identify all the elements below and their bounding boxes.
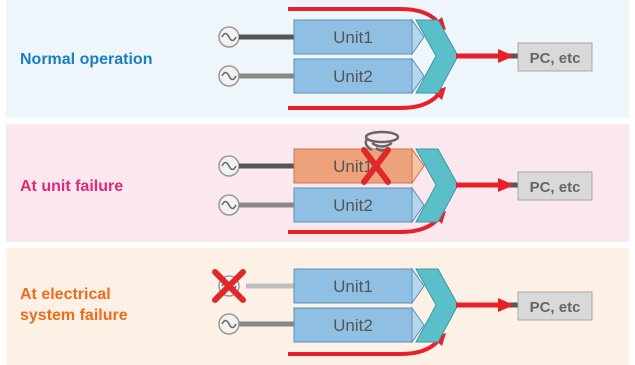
panel-label-line: system failure [20,307,128,324]
unit2-label: Unit2 [333,316,373,335]
pc-output-label: PC, etc [530,299,581,316]
ac-source-icon [218,194,240,216]
pc-output-box: PC, etc [517,291,593,321]
unit1-box: Unit1 [293,267,425,305]
combiner [415,19,459,94]
arrow-head [498,178,514,192]
red-cross-icon [212,269,246,303]
ac-source-icon [218,313,240,335]
bypass-arrow-bottom [288,93,440,110]
unit2-label: Unit2 [333,196,373,215]
smoke-swirl-icon [364,130,400,152]
ac-source-icon [218,155,240,177]
panel-normal-operation: Normal operation [6,0,629,118]
panel-label: At unit failure [20,176,123,197]
unit2-box: Unit2 [293,186,425,224]
unit2-box: Unit2 [293,57,425,95]
pc-output-box: PC, etc [517,42,593,72]
arrow-head [498,298,514,312]
pc-output-label: PC, etc [530,50,581,67]
panel-label-line: Normal operation [20,51,153,68]
combiner [415,268,459,343]
bypass-arrow-bottom [288,339,440,356]
bypass-arrow-top [288,7,440,24]
arrow-head [498,49,514,63]
ac-source-icon [218,65,240,87]
redundancy-diagram: Unit1 Unit2 PC, etc [218,7,593,110]
panel-label: Normal operation [20,49,152,70]
unit1-box: Unit1 [293,18,425,56]
unit2-label: Unit2 [333,67,373,86]
pc-output-box: PC, etc [517,171,593,201]
unit1-label: Unit1 [333,277,373,296]
unit1-label: Unit1 [333,28,373,47]
combiner [415,148,459,223]
red-cross-icon [361,147,391,185]
redundancy-diagram: Unit1 Unit2 PC, etc [212,267,593,356]
unit1-box-failed: Unit1 [293,147,425,185]
unit1-label: Unit1 [333,157,373,176]
panel-label-line: At electrical [20,286,111,303]
panel-label-line: At unit failure [20,178,124,195]
ac-source-icon [218,26,240,48]
pc-output-label: PC, etc [530,179,581,196]
redundancy-diagram: Unit1 Unit2 [218,130,593,234]
panel-electrical-system-failure: At electrical system failure [6,248,629,365]
panel-unit-failure: At unit failure Unit1 [6,124,629,242]
unit2-box: Unit2 [293,306,425,344]
panel-label: At electrical system failure [20,284,128,326]
